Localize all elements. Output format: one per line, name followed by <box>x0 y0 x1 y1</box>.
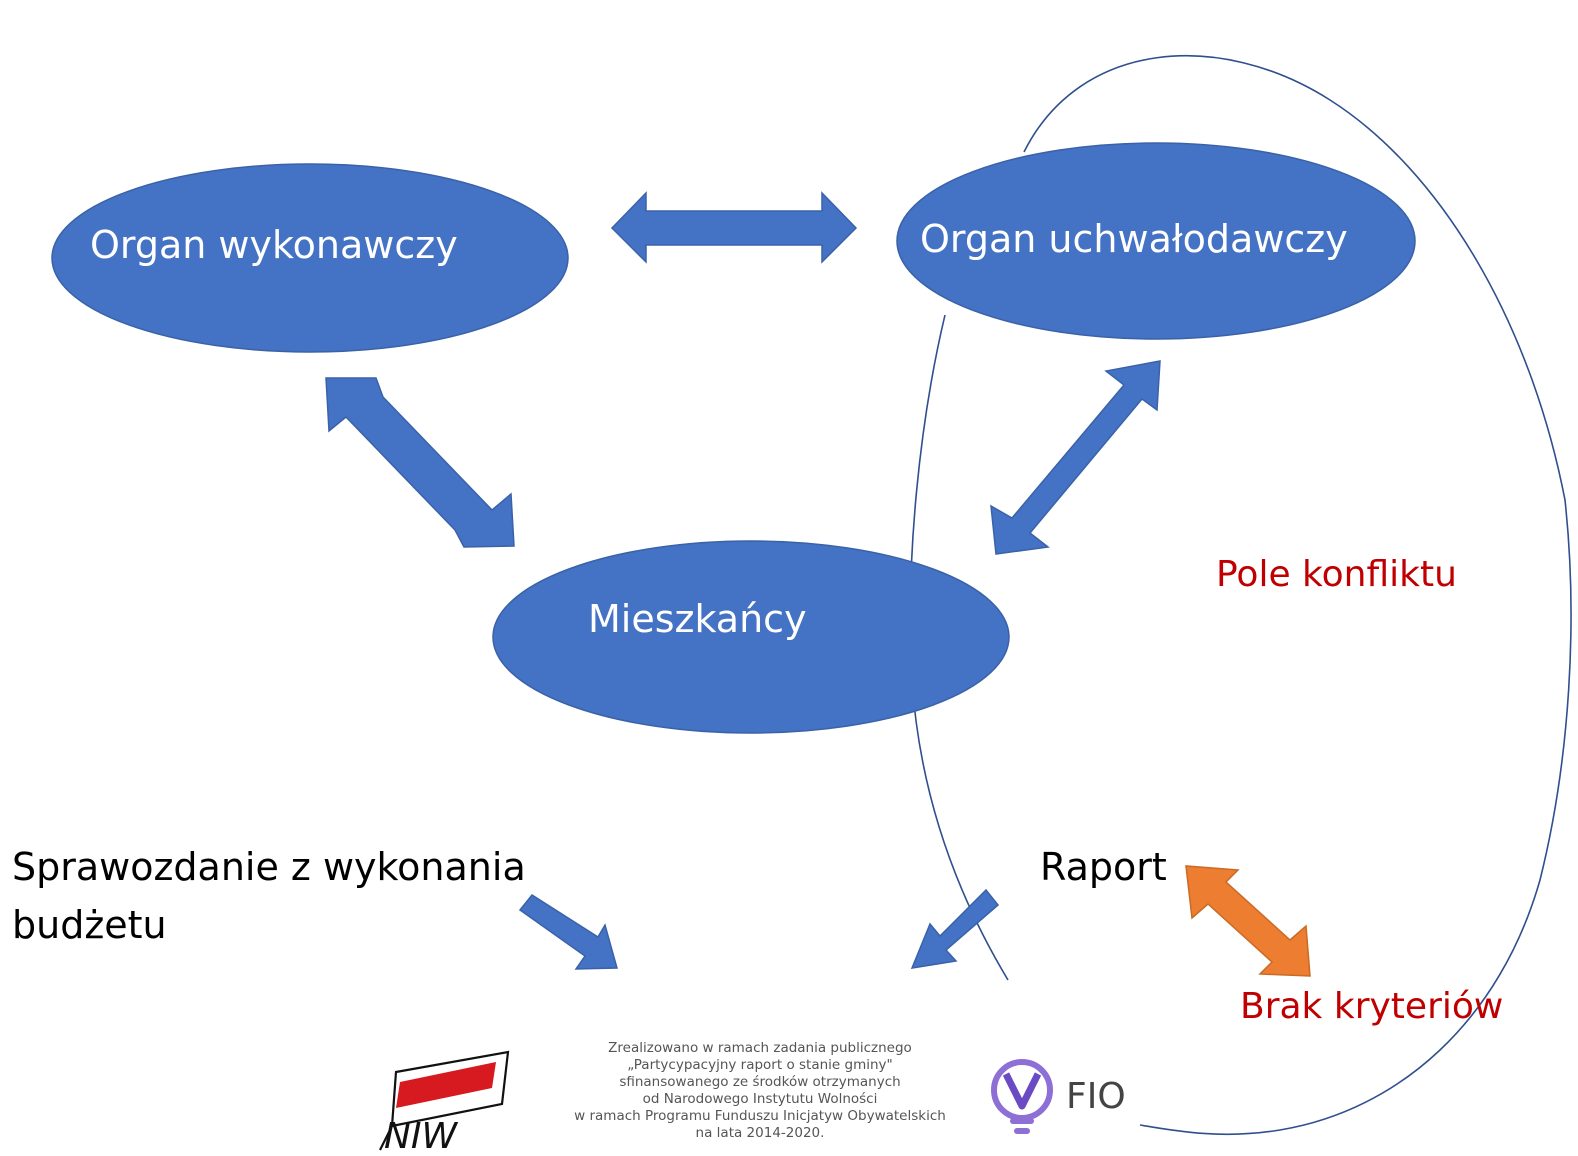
no-criteria-label: Brak kryteriów <box>1240 986 1503 1027</box>
node-legislative-label: Organ uchwałodawczy <box>920 217 1348 261</box>
funding-notice-line1: Zrealizowano w ramach zadania publiczneg… <box>608 1040 912 1056</box>
arrow-raport-down <box>910 888 1000 969</box>
niw-logo-text: NIW <box>384 1116 459 1156</box>
node-residents <box>492 540 1010 734</box>
node-executive-label: Organ wykonawczy <box>90 223 458 267</box>
arrow-report-down <box>518 894 618 970</box>
double-arrow-legislative-residents <box>990 360 1161 555</box>
node-executive <box>51 163 569 353</box>
funding-notice: Zrealizowano w ramach zadania publiczneg… <box>540 1040 980 1142</box>
funding-notice-line5: w ramach Programu Funduszu Inicjatyw Oby… <box>574 1108 946 1124</box>
fio-logo-text: FIO <box>1066 1076 1126 1117</box>
node-residents-label: Mieszkańcy <box>588 597 807 641</box>
niw-logo: NIW <box>379 1050 510 1156</box>
fio-logo: FIO <box>991 1059 1126 1134</box>
report-label-line2: budżetu <box>12 903 167 947</box>
conflict-field-outline <box>1023 55 1572 1136</box>
funding-notice-line6: na lata 2014-2020. <box>695 1125 825 1141</box>
double-arrow-executive-legislative <box>610 191 858 264</box>
funding-notice-line3: sfinansowanego ze środków otrzymanych <box>619 1074 901 1090</box>
double-arrow-raport-criteria <box>1185 865 1311 977</box>
raport-label: Raport <box>1040 845 1167 889</box>
conflict-field-label: Pole konfliktu <box>1216 554 1457 595</box>
report-label-line1: Sprawozdanie z wykonania <box>12 845 526 889</box>
node-legislative <box>896 142 1416 340</box>
double-arrow-executive-residents <box>325 377 515 548</box>
funding-notice-line4: od Narodowego Instytutu Wolności <box>642 1091 878 1107</box>
funding-notice-line2: „Partycypacyjny raport o stanie gminy" <box>627 1057 893 1073</box>
